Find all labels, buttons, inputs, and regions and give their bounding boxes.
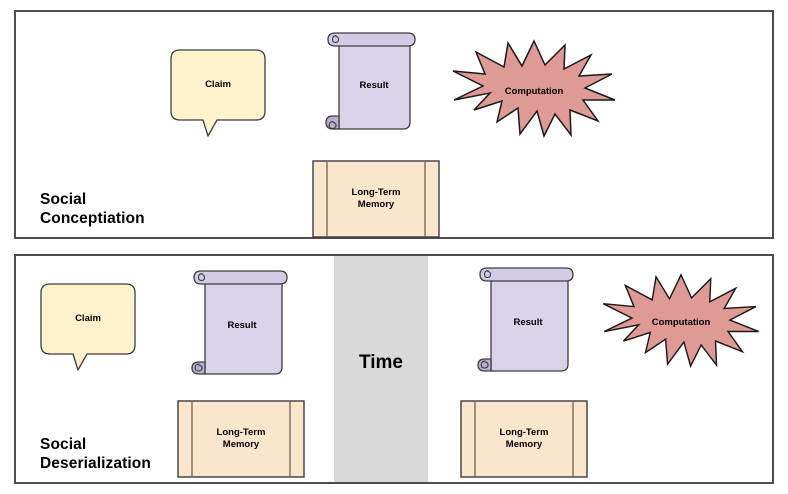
scroll-top-curl [483,269,492,279]
starburst-shape [602,273,760,369]
scroll-bottom-curl [480,360,489,369]
scroll-body [197,277,283,375]
node-result-3[interactable]: Result [477,265,578,373]
node-claim-1[interactable]: Claim [170,49,266,139]
scroll-bottom-curl [328,120,337,130]
panel-title-social-deserialization: Social Deserialization [40,436,151,473]
node-result-2[interactable]: Result [191,268,292,376]
node-result-1[interactable]: Result [325,30,422,130]
speech-bubble-shape [170,49,266,137]
memory-box [177,400,305,478]
scroll-top-roll [479,267,574,282]
node-computation-2[interactable]: Computation [602,272,760,369]
scroll-bottom-curl [194,363,203,372]
scroll-bottom-roll [477,358,492,372]
node-memory-3[interactable]: Long-Term Memory [460,400,588,478]
time-band: Time [334,256,428,482]
panel-title-social-conception: Social Conceptiation [40,191,145,228]
memory-box [460,400,588,478]
scroll-body [483,274,569,372]
scroll-top-curl [197,272,206,282]
time-label: Time [358,352,403,373]
panel-social-deserialization: Time Social Deserialization [14,254,774,484]
scroll-bottom-roll [191,361,206,375]
speech-bubble-shape [40,283,136,371]
memory-box [312,160,440,238]
node-memory-2[interactable]: Long-Term Memory [177,400,305,478]
node-claim-2[interactable]: Claim [40,283,136,373]
node-memory-1[interactable]: Long-Term Memory [312,160,440,238]
node-computation-1[interactable]: Computation [452,38,616,139]
scroll-body [331,39,411,130]
starburst-shape [452,39,616,139]
scroll-top-roll [327,32,416,47]
scroll-top-roll [193,270,288,285]
scroll-top-curl [331,34,340,44]
